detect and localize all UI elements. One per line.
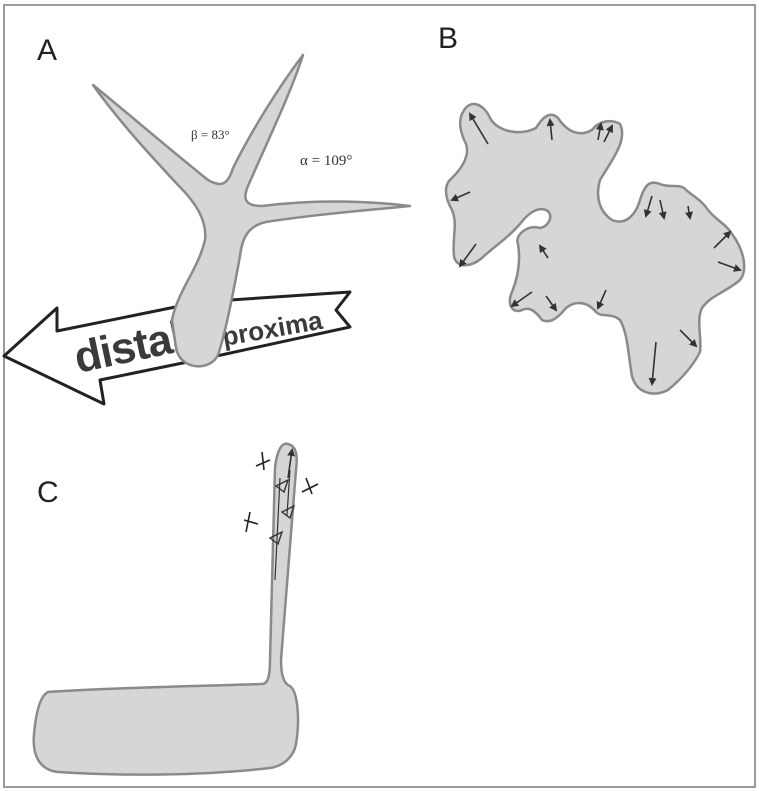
beta-angle-label: β = 83°: [191, 127, 230, 142]
axon-cell: [34, 444, 298, 775]
panel-c: C: [34, 444, 318, 775]
panel-b: B: [438, 22, 744, 394]
alpha-angle-label: α = 109°: [300, 153, 352, 169]
lamellipodial-cell: [446, 104, 744, 393]
panel-a-label: A: [37, 34, 57, 67]
panel-b-label: B: [438, 22, 458, 55]
panel-a: A distal proxima β = 83° α = 109°: [4, 34, 410, 404]
inhibition-symbol: [256, 452, 270, 470]
inhibition-symbol: [302, 478, 318, 494]
panel-c-label: C: [37, 476, 59, 509]
figure-frame: [4, 5, 755, 787]
distal-label: distal: [70, 312, 187, 383]
inhibition-symbol: [244, 512, 258, 532]
